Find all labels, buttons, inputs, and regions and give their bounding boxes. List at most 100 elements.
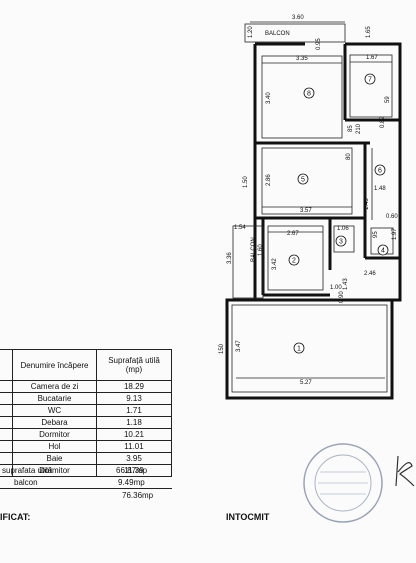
room-marker — [288, 254, 300, 266]
room-7-outline — [349, 54, 393, 118]
dim-label: 1.00 — [330, 285, 342, 291]
dim-label: 80 — [346, 153, 352, 160]
dim-label: 1.54 — [234, 225, 246, 231]
room-name: Hol — [12, 440, 97, 453]
dim-label: 3.57 — [300, 208, 312, 214]
balcony-label: BALCON — [251, 237, 257, 262]
dim-label: 210 — [356, 123, 362, 134]
dim-label: 3.40 — [266, 92, 272, 104]
dim-label: 0.60 — [386, 214, 398, 220]
room-marker — [364, 73, 376, 85]
room-area: 1.71 — [96, 404, 172, 417]
room-number: 6 — [378, 168, 382, 175]
header-room-name: Denumire încăpere — [12, 349, 97, 381]
room-2-outline — [267, 225, 324, 291]
balcony-area-value: 9.49mp — [118, 478, 145, 487]
room-number: 3 — [339, 239, 343, 246]
balcony-area-label: balcon — [14, 478, 38, 487]
room-5-outline — [261, 147, 353, 215]
balcony-top — [244, 23, 346, 43]
room-8-outline — [261, 55, 343, 139]
room-marker — [297, 173, 309, 185]
verified-label: IFICAT: — [0, 512, 31, 522]
balcony-label: BALCON — [265, 31, 290, 37]
dim-label: 0.82 — [380, 116, 386, 128]
dim-label: 95 — [373, 231, 379, 238]
dim-label: 2.86 — [266, 174, 272, 186]
dim-label: 3.36 — [227, 252, 233, 264]
dim-label: 1.67 — [366, 55, 378, 61]
table-header-row: Denumire încăpere Suprafață utilă (mp) — [0, 349, 172, 381]
room-marker — [293, 342, 305, 354]
dim-label: 1.60 — [258, 244, 264, 256]
prepared-label: INTOCMIT — [226, 512, 270, 522]
signature-mark — [395, 455, 415, 487]
official-stamp — [303, 443, 383, 523]
room-number: 8 — [307, 91, 311, 98]
dim-label: 3.35 — [296, 56, 308, 62]
room-name: Bucatarie — [12, 392, 97, 405]
room-marker — [374, 164, 386, 176]
room-number: 5 — [301, 177, 305, 184]
dim-label: 59 — [385, 96, 391, 103]
room-number: 2 — [292, 258, 296, 265]
useful-area-label: suprafata utilă — [2, 466, 53, 475]
room-area: 10.21 — [96, 428, 172, 441]
room-3-outline — [333, 225, 355, 253]
room-name: Debara — [12, 416, 97, 429]
room-area: 3.95 — [96, 452, 172, 465]
useful-area-value: 66.87mp — [116, 466, 148, 475]
walls — [225, 42, 402, 400]
room-area: 11.39 — [96, 464, 172, 477]
dim-label: 0.90 — [339, 291, 345, 303]
dim-label: 3.60 — [292, 15, 304, 21]
dim-label: 2.67 — [287, 231, 299, 237]
room-area: 11.01 — [96, 440, 172, 453]
room-number: 7 — [368, 77, 372, 84]
dim-label: 0.95 — [316, 38, 322, 50]
dim-label: 1.65 — [366, 26, 372, 38]
room-area: 9.13 — [96, 392, 172, 405]
dim-label: 1.48 — [374, 186, 386, 192]
total-area-value: 76.36mp — [122, 491, 154, 500]
dim-label: 85 — [348, 125, 354, 132]
room-name: Camera de zi — [12, 380, 97, 393]
dim-label: 1.50 — [243, 176, 249, 188]
room-table: Denumire încăpere Suprafață utilă (mp) C… — [0, 349, 172, 477]
dim-label: 2.46 — [364, 271, 376, 277]
room-marker — [335, 235, 347, 247]
outer-wall — [225, 42, 402, 400]
room-name: Dormitor — [12, 428, 97, 441]
dim-label: 3.47 — [236, 340, 242, 352]
room-number: 1 — [297, 346, 301, 353]
inner-lines — [231, 21, 394, 393]
room-area: 1.18 — [96, 416, 172, 429]
room-area: 18.29 — [96, 380, 172, 393]
totals-divider — [0, 488, 172, 489]
dim-label: 5.27 — [300, 380, 312, 386]
room-name: WC — [12, 404, 97, 417]
dim-label: 1.45 — [364, 198, 370, 210]
dim-label: 1.43 — [343, 278, 349, 290]
header-area: Suprafață utilă (mp) — [96, 349, 172, 381]
room-marker — [303, 87, 315, 99]
room-number: 4 — [381, 248, 385, 255]
dim-label: 1.97 — [392, 228, 398, 240]
room-name: Baie — [12, 452, 97, 465]
dimension-labels: 3.60 3.35 1.67 3.40 1.65 1.20 0.95 59 85… — [219, 15, 398, 386]
dim-label: 3.42 — [272, 258, 278, 270]
room-markers: 1 2 3 4 5 6 7 8 — [288, 73, 389, 354]
dim-label: 1.06 — [337, 226, 349, 232]
dim-label: 1.20 — [248, 26, 254, 38]
room-marker — [377, 244, 389, 256]
dim-label: 150 — [219, 343, 225, 354]
